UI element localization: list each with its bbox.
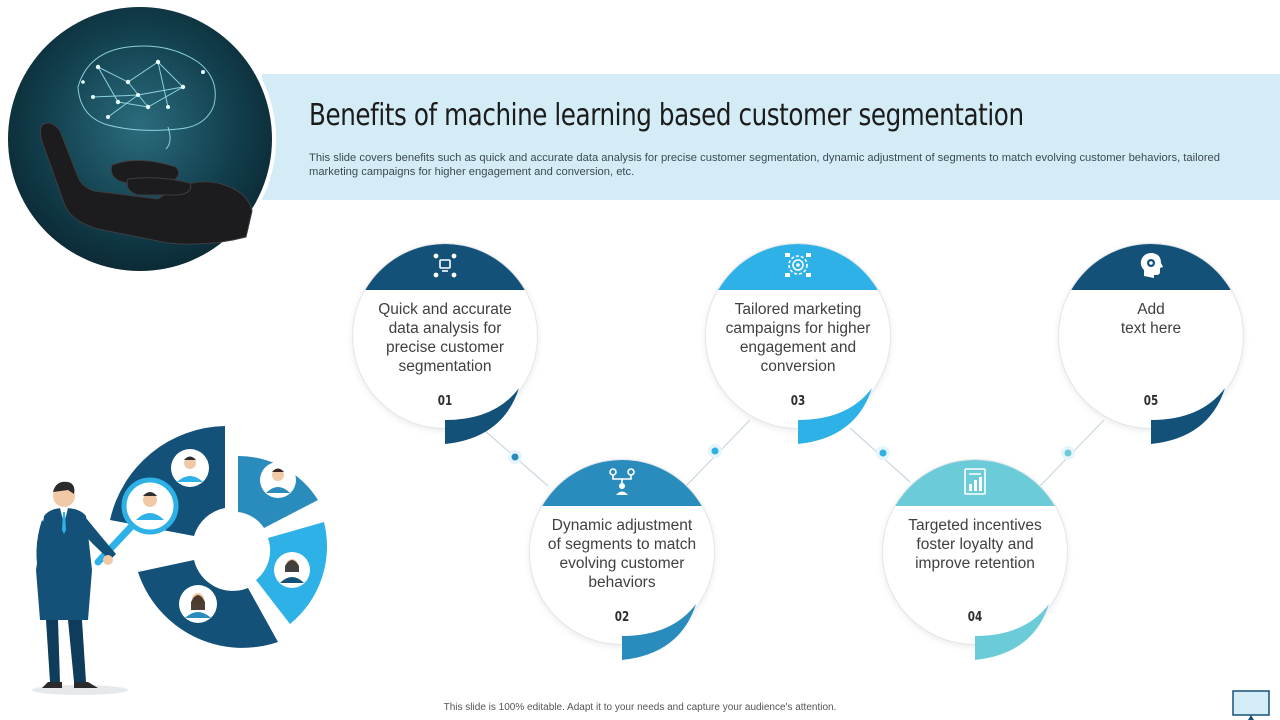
card-header-cap: [883, 460, 1067, 506]
card-number: 04: [967, 610, 983, 625]
slide-title: Benefits of machine learning based custo…: [309, 98, 1024, 133]
card-header-cap: [353, 244, 537, 290]
card-text: Tailored marketing campaigns for higher …: [725, 301, 871, 375]
report-chart-icon: [964, 468, 986, 495]
customer-avatar: [179, 585, 217, 623]
card-number: 03: [790, 394, 806, 409]
card-text: Targeted incentives foster loyalty and i…: [908, 517, 1042, 572]
card-number: 02: [614, 610, 630, 625]
slide-footer: This slide is 100% editable. Adapt it to…: [443, 702, 837, 713]
magnifier-icon: [94, 477, 179, 566]
customer-avatar: [274, 552, 310, 588]
card-number: 01: [437, 394, 453, 409]
connector-dot: [508, 450, 522, 464]
card-text: Dynamic adjustment of segments to match …: [547, 517, 697, 591]
org-person-icon: [609, 468, 635, 495]
card-text: Add text here: [1120, 301, 1182, 337]
customer-segmentation-illustration: [32, 426, 328, 695]
connector-dot: [876, 446, 890, 460]
connector-dot: [708, 444, 722, 458]
businessman-figure: [32, 481, 128, 695]
head-gear-icon: [1140, 253, 1163, 278]
connector-dot: [1061, 446, 1075, 460]
card-text: Quick and accurate data analysis for pre…: [378, 301, 512, 375]
customer-avatar: [171, 449, 209, 487]
card-header-cap: [1059, 244, 1243, 290]
card-circle: Tailored marketing campaigns for higher …: [706, 244, 890, 428]
target-gear-icon: [785, 253, 811, 277]
network-people-icon: [433, 253, 457, 278]
segment-donut: [110, 426, 328, 648]
card-header-cap: [530, 460, 714, 506]
ai-brain-hand-image: [4, 3, 276, 275]
card-circle: Quick and accurate data analysis for pre…: [353, 244, 537, 428]
card-circle: Targeted incentives foster loyalty and i…: [883, 460, 1067, 644]
card-number: 05: [1143, 394, 1159, 409]
header-banner: [262, 74, 1280, 200]
slide-description: This slide covers benefits such as quick…: [309, 152, 1220, 178]
monitor-icon[interactable]: [1232, 690, 1272, 720]
card-circle: Add text here 05: [1059, 244, 1243, 428]
card-circle: Dynamic adjustment of segments to match …: [530, 460, 714, 644]
card-header-cap: [706, 244, 890, 290]
customer-avatar: [260, 462, 296, 498]
